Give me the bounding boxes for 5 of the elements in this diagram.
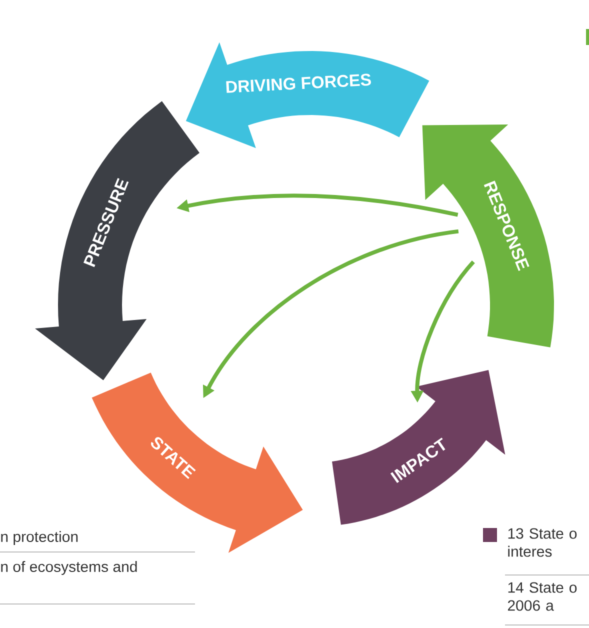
curved-banner: DRIVING FORCES <box>186 42 430 148</box>
table-text: n of ecosystems and <box>1 561 137 575</box>
legend-text: 13 State o interes <box>508 528 577 557</box>
table-text: n protection <box>1 531 78 545</box>
table-text: 14 State o 2006 a <box>508 582 577 611</box>
